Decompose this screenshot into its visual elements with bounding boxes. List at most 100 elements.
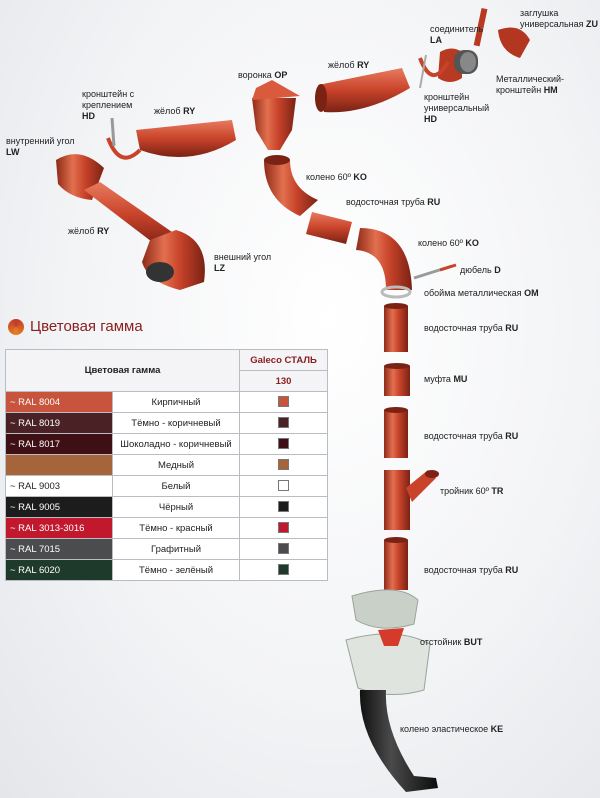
bracket-hd-right — [418, 54, 450, 89]
color-name: Тёмно - зелёный — [112, 559, 240, 581]
label-ru-1: водосточная труба RU — [346, 197, 440, 208]
color-name: Тёмно - коричневый — [112, 412, 240, 434]
color-swatch — [278, 438, 289, 450]
water-trap-but — [345, 589, 431, 696]
label-hm-code: HM — [543, 85, 558, 95]
label-ru-4-code: RU — [505, 565, 519, 575]
dowel-d — [413, 263, 457, 280]
label-d-code: D — [494, 265, 501, 275]
funnel-op — [252, 80, 300, 150]
swirl-icon — [8, 318, 24, 335]
elbow-ko-mid — [356, 228, 412, 290]
color-availability-cell — [239, 412, 328, 434]
label-hd-right-text: кронштейн универсальный — [424, 92, 490, 113]
endcap-zu — [498, 27, 530, 58]
color-name: Тёмно - красный — [112, 517, 240, 539]
gutter-ry-mid — [136, 120, 236, 158]
label-ru-2-text: водосточная труба — [424, 323, 503, 333]
label-hd-left-text: кронштейн с креплением — [82, 89, 135, 110]
palette-title-text: Цветовая гамма — [30, 318, 143, 335]
flex-elbow-ke — [359, 690, 438, 792]
palette-section-title: Цветовая гамма — [8, 318, 143, 335]
label-op-code: OP — [274, 70, 288, 80]
label-ru-3: водосточная труба RU — [424, 431, 518, 442]
label-but: отстойник BUT — [420, 637, 482, 648]
downpipe-ru-3 — [384, 407, 408, 458]
label-ry-left-text: жёлоб — [68, 226, 95, 236]
color-availability-cell — [239, 475, 328, 497]
label-hm: Металлический- кронштейн HM — [496, 74, 564, 96]
downpipe-ru-2 — [384, 303, 408, 352]
elbow-ko-top — [264, 155, 318, 216]
label-op: воронка OP — [238, 70, 287, 81]
label-ke-code: KE — [490, 724, 504, 734]
label-but-text: отстойник — [420, 637, 462, 647]
color-code: ~ RAL 9003 — [5, 475, 113, 497]
label-ru-1-code: RU — [427, 197, 441, 207]
color-name: Медный — [112, 454, 240, 476]
color-swatch — [278, 459, 289, 471]
label-la-text: соединитель — [430, 24, 484, 34]
label-ry-mid: жёлоб RY — [154, 106, 195, 117]
label-mu-text: муфта — [424, 374, 451, 384]
color-code: ~ RAL 8017 — [5, 433, 113, 455]
label-hd-left-code: HD — [82, 111, 95, 121]
label-lz-text: внешний угол — [214, 252, 272, 262]
color-availability-cell — [239, 517, 328, 539]
color-code: ~ RAL 8004 — [5, 391, 113, 413]
downpipe-ru-1 — [306, 212, 352, 244]
color-availability-cell — [239, 559, 328, 581]
label-d-text: дюбель — [460, 265, 492, 275]
color-availability-cell — [239, 538, 328, 560]
color-name: Графитный — [112, 538, 240, 560]
color-code: ~ RAL 6020 — [5, 559, 113, 581]
label-hd-right-code: HD — [424, 114, 437, 124]
label-tr: тройник 60º TR — [440, 486, 503, 497]
label-ry-top-code: RY — [357, 60, 370, 70]
table-row: Медный — [5, 454, 328, 476]
coupler-mu — [384, 363, 410, 396]
gutter-ry-left — [84, 182, 172, 248]
label-ry-top-text: жёлоб — [328, 60, 355, 70]
color-code — [5, 454, 113, 476]
label-ry-mid-code: RY — [183, 106, 196, 116]
color-code: ~ RAL 9005 — [5, 496, 113, 518]
label-ko-top-text: колено 60º — [306, 172, 351, 182]
color-swatch — [278, 522, 289, 534]
label-tr-code: TR — [491, 486, 504, 496]
label-ko-top: колено 60º KO — [306, 172, 367, 183]
label-but-code: BUT — [463, 637, 483, 647]
label-om-text: обойма металлическая — [424, 288, 522, 298]
label-mu-code: MU — [453, 374, 468, 384]
corner-lz — [142, 230, 205, 290]
label-ry-top: жёлоб RY — [328, 60, 369, 71]
downpipe-ru-4 — [384, 537, 408, 590]
color-availability-cell — [239, 433, 328, 455]
label-ko-mid-text: колено 60º — [418, 238, 463, 248]
bracket-hm — [454, 50, 478, 74]
label-ru-4: водосточная труба RU — [424, 565, 518, 576]
label-ry-left: жёлоб RY — [68, 226, 109, 237]
tee-tr — [384, 470, 439, 530]
color-name: Шоколадно - коричневый — [112, 433, 240, 455]
table-header-brand: Galeco СТАЛЬ — [239, 349, 328, 371]
color-availability-cell — [239, 496, 328, 518]
label-d: дюбель D — [460, 265, 501, 276]
color-swatch — [278, 396, 289, 408]
label-ko-mid: колено 60º KO — [418, 238, 479, 249]
color-availability-cell — [239, 454, 328, 476]
label-ke: колено эластическое KE — [400, 724, 503, 735]
label-om-code: OM — [524, 288, 539, 298]
label-lw-text: внутренний угол — [6, 136, 75, 146]
color-name: Чёрный — [112, 496, 240, 518]
label-ru-4-text: водосточная труба — [424, 565, 503, 575]
